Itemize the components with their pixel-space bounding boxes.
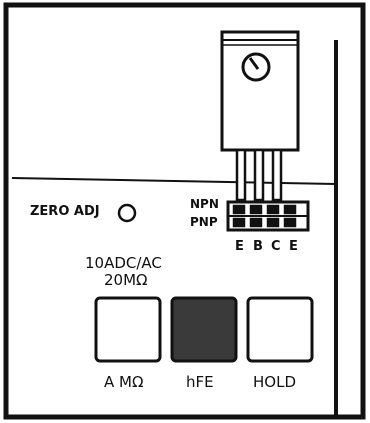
pnp-label: PNP: [190, 215, 218, 229]
transistor-body: [220, 30, 300, 152]
zero-adj-knob: [117, 203, 137, 223]
transistor-icon: [220, 30, 300, 202]
button-hold-label: HOLD: [253, 373, 296, 391]
button-a-mohm-label: A MΩ: [104, 373, 144, 391]
zero-adj-label: ZERO ADJ: [30, 204, 100, 219]
pin-label-c: C: [271, 239, 281, 254]
range-label-line1: 10ADC/AC: [85, 254, 162, 272]
transistor-leads: [235, 148, 283, 202]
range-label-line2: 20MΩ: [104, 271, 148, 289]
hfe-socket: [226, 200, 310, 232]
button-hold-shape: [246, 296, 314, 363]
horizontal-separator-line: [11, 177, 337, 185]
pin-label-e1: E: [235, 239, 244, 254]
npn-label: NPN: [190, 197, 219, 211]
button-hfe-shape: [170, 296, 238, 363]
button-a-mohm-shape: [94, 296, 162, 363]
pin-label-b: B: [253, 239, 263, 254]
pin-label-e2: E: [289, 239, 298, 254]
button-hfe-label: hFE: [186, 373, 214, 391]
panel-frame: [3, 2, 366, 420]
